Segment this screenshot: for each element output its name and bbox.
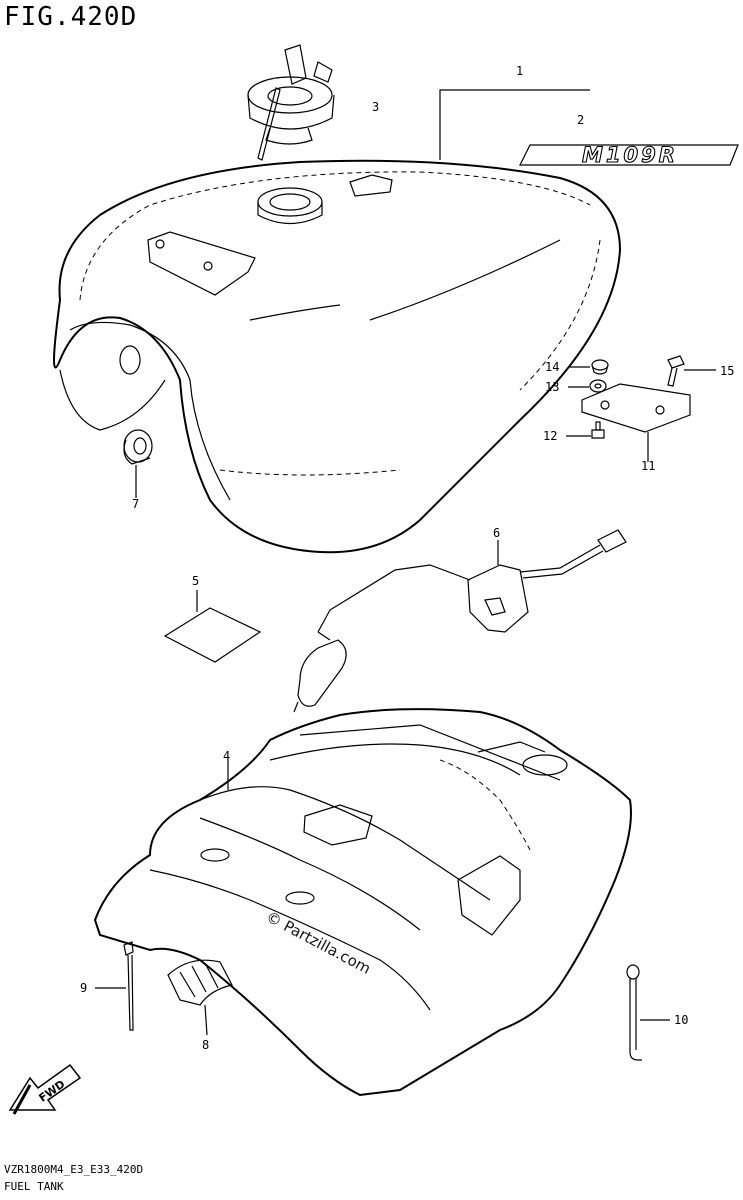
pad-part[interactable] [163, 590, 262, 663]
figure-title: FIG.420D [4, 2, 138, 32]
fwd-arrow-icon: FWD [8, 1063, 82, 1115]
model-code: VZR1800M4_E3_E33_420D [4, 1163, 144, 1176]
mounting-bracket-part[interactable] [581, 383, 691, 462]
bolt-15-part[interactable] [667, 355, 716, 387]
cap-14-part[interactable] [568, 359, 609, 375]
callout-8[interactable]: 8 [202, 1038, 209, 1052]
bolt-12-part[interactable] [566, 421, 605, 439]
callout-9[interactable]: 9 [80, 981, 87, 995]
watermark-text: © Partzilla.com [263, 908, 374, 978]
clamp-part[interactable] [167, 959, 233, 1036]
fuel-tank-part[interactable] [53, 89, 622, 554]
cable-tie-part[interactable] [95, 941, 134, 1031]
callout-1[interactable]: 1 [516, 64, 523, 78]
callout-13[interactable]: 13 [545, 380, 559, 394]
callout-14[interactable]: 14 [545, 360, 559, 374]
callout-6[interactable]: 6 [493, 526, 500, 540]
fuel-sensor-part[interactable] [293, 529, 627, 713]
tank-cover-part[interactable] [93, 708, 632, 1097]
badge-part[interactable]: M109R [519, 142, 739, 168]
callout-3[interactable]: 3 [372, 100, 379, 114]
washer-13-part[interactable] [568, 379, 607, 393]
callout-5[interactable]: 5 [192, 574, 199, 588]
badge-text: M109R [582, 143, 678, 167]
callout-4[interactable]: 4 [223, 749, 230, 763]
callout-11[interactable]: 11 [641, 459, 655, 473]
callout-12[interactable]: 12 [543, 429, 557, 443]
fuel-cap-part[interactable] [247, 44, 335, 161]
section-name: FUEL TANK [4, 1180, 64, 1193]
stay-part[interactable] [626, 964, 670, 1061]
callout-15[interactable]: 15 [720, 364, 734, 378]
callout-10[interactable]: 10 [674, 1013, 688, 1027]
grommet-part[interactable] [123, 429, 153, 498]
callout-2[interactable]: 2 [577, 113, 584, 127]
callout-7[interactable]: 7 [132, 497, 139, 511]
